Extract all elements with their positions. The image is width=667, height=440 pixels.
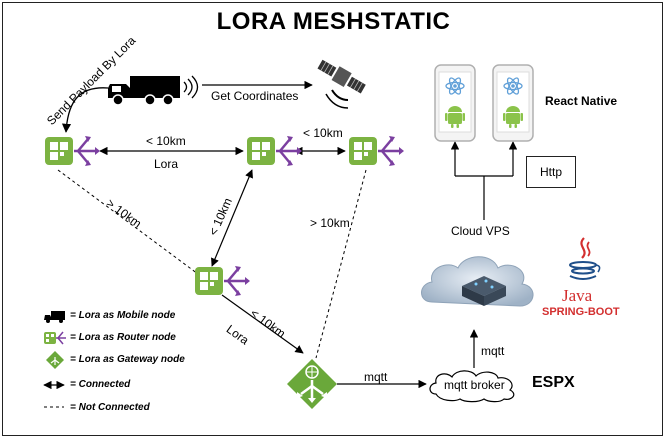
diagram-border [2,2,663,436]
mqtt-broker-cloud [429,370,515,403]
react-native-label: React Native [545,94,618,108]
android-icon [503,106,523,128]
react-icon [445,77,465,95]
legend-mobile-text: = Lora as Mobile node [70,310,176,321]
legend-router-icon [44,331,66,345]
legend-connected-text: = Connected [70,379,131,390]
espx-label: ESPX [532,374,575,391]
http-box: Http [526,156,576,188]
phone-2 [492,64,534,142]
link-node4-gateway [221,294,304,354]
truck-icon [108,75,199,106]
dashed-node1-node4 [57,169,199,275]
distance-label-right: > 10km [310,216,350,230]
legend-truck-icon [44,311,65,323]
distance-label-1: < 10km [146,134,186,148]
phone-1 [434,64,476,142]
router-node-4 [195,266,250,296]
dashed-node3-gateway [315,169,367,359]
legend-not-connected-text: = Not Connected [70,402,150,413]
http-label: Http [539,165,562,179]
satellite-icon [317,59,366,109]
mqtt-label-vertical: mqtt [481,344,505,358]
link-node2-node4 [211,169,253,267]
router-node-2 [247,136,302,166]
spring-boot-label: SPRING-BOOT [542,306,620,318]
legend-gateway-text: = Lora as Gateway node [70,354,185,365]
mqtt-label-horizontal: mqtt [364,370,388,384]
cloud-vps-icon [421,256,534,307]
diagram-title: LORA MESHSTATIC [216,8,451,35]
cloud-vps-label: Cloud VPS [451,224,510,238]
android-icon [445,106,465,128]
send-payload-arrow [61,87,109,133]
gateway-node [287,359,337,409]
router-node-3 [349,136,404,166]
get-coordinates-label: Get Coordinates [211,89,299,103]
java-icon [569,237,601,280]
legend: = Lora as Mobile node = Lora as Router n… [40,306,240,416]
router-node-1 [45,136,100,166]
legend-gateway-icon [46,351,64,369]
java-label: Java [562,286,593,305]
mqtt-broker-label: mqtt broker [444,378,505,392]
distance-label-2: < 10km [303,126,343,140]
react-icon [503,77,523,95]
legend-router-text: = Lora as Router node [70,332,176,343]
lora-label-1: Lora [154,157,179,171]
router-node-icon [45,136,100,166]
